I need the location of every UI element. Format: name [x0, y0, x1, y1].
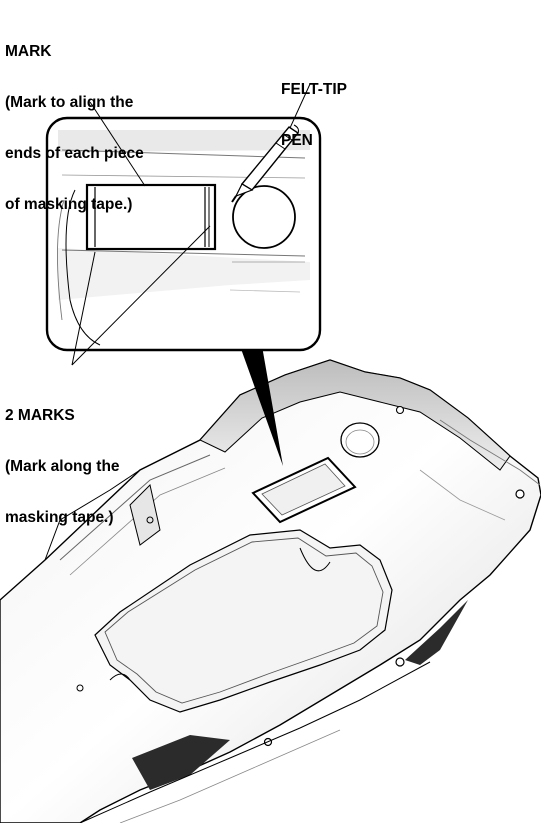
two-marks-title: 2 MARKS — [5, 407, 75, 424]
felt-tip-pen-callout: FELT-TIP PEN — [281, 47, 347, 166]
mark-desc-line3: of masking tape.) — [5, 196, 133, 213]
mark-title: MARK — [5, 43, 52, 60]
felt-tip-pen — [231, 124, 300, 203]
two-marks-desc-line1: (Mark along the — [5, 458, 120, 475]
leader-lines — [71, 83, 311, 366]
magnifier-pointer — [240, 346, 283, 466]
felt-tip-pen-line1: FELT-TIP — [281, 81, 348, 98]
mark-desc-line1: (Mark to align the — [5, 94, 134, 111]
inset-detail — [45, 116, 322, 352]
felt-tip-pen-line2: PEN — [281, 132, 313, 149]
two-marks-desc-line2: masking tape.) — [5, 509, 114, 526]
two-marks-callout: 2 MARKS (Mark along the masking tape.) — [5, 373, 120, 543]
mark-desc-line2: ends of each piece — [5, 145, 144, 162]
mark-callout: MARK (Mark to align the ends of each pie… — [5, 9, 144, 230]
floor-panel — [0, 359, 541, 823]
